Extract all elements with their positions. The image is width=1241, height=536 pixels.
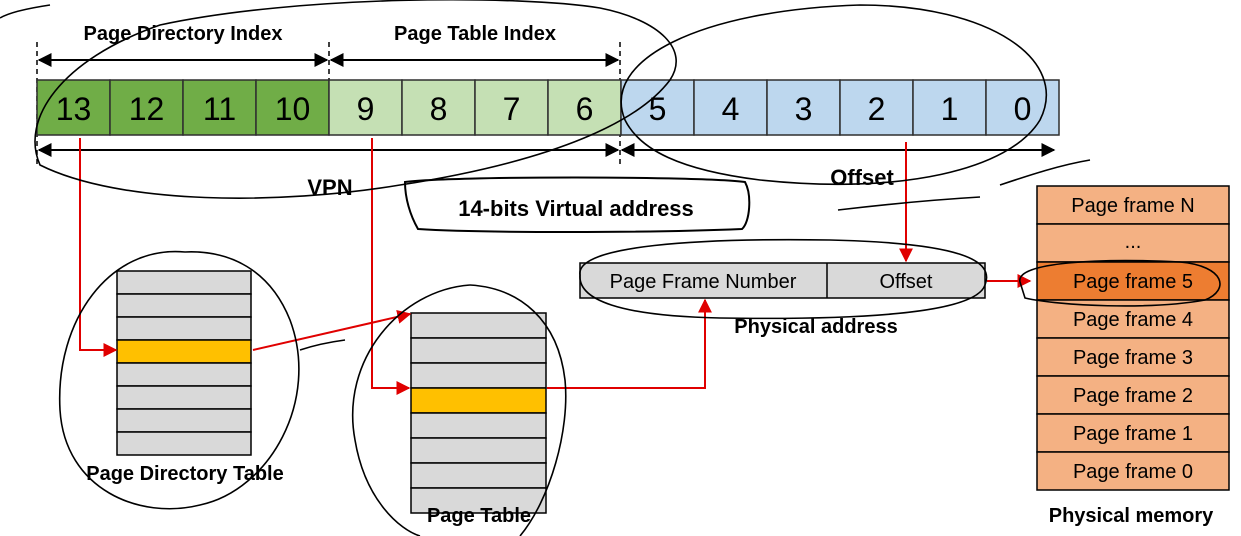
directory-index-arrow (79, 138, 118, 357)
memory-frame-label: Page frame 5 (1073, 271, 1193, 293)
offset-field-label: Offset (880, 271, 933, 293)
page-table-entry (410, 462, 547, 489)
bit-label-6: 6 (576, 91, 594, 127)
bit-cell-12 (109, 79, 184, 136)
page-table-entry (410, 337, 547, 364)
annotation-stroke-top-left (0, 4, 51, 19)
page-table-index-label: Page Table Index (394, 23, 556, 45)
bit-label-1: 1 (941, 91, 959, 127)
bit-label-12: 12 (129, 91, 165, 127)
virtual-address-box (403, 176, 751, 233)
memory-frame-label: Page frame 4 (1073, 309, 1193, 331)
page-table-entry (410, 387, 547, 414)
memory-frame-label: Page frame 3 (1073, 347, 1193, 369)
bit-cell-4 (693, 79, 768, 136)
physical-address-register (579, 262, 986, 299)
bit-cell-1 (912, 79, 987, 136)
bit-cell-3 (766, 79, 841, 136)
vpn-label: VPN (307, 175, 352, 200)
page-table-entry (410, 312, 547, 339)
virtual-address-label: 14-bits Virtual address (458, 196, 694, 221)
memory-frame (1036, 337, 1230, 377)
annotation-circle-page-frame (1019, 259, 1221, 307)
bit-cell-5 (620, 79, 695, 136)
memory-frame (1036, 451, 1230, 491)
page-table-label: Page Table (427, 505, 531, 527)
page-directory-table-entry (116, 408, 252, 433)
bit-cell-10 (255, 79, 330, 136)
bit-label-9: 9 (357, 91, 375, 127)
page-table-entry (410, 487, 547, 514)
bit-label-7: 7 (503, 91, 521, 127)
annotation-circle-offset (620, 4, 1047, 186)
directory-entry-to-page-table-arrow (252, 309, 412, 351)
annotation-circle-page-table-left (351, 284, 471, 536)
bit-cell-8 (401, 79, 476, 136)
physical-address-label: Physical address (734, 316, 897, 338)
page-table (410, 312, 547, 514)
memory-frame (1036, 413, 1230, 453)
page-directory-table-entry (116, 431, 252, 456)
bit-label-13: 13 (56, 91, 92, 127)
annotation-stroke-offset-tail (999, 159, 1091, 186)
page-directory-table-entry (116, 339, 252, 364)
pfn-field-label: Page Frame Number (610, 271, 797, 293)
memory-frame-label: Page frame N (1071, 195, 1194, 217)
memory-frame-label: Page frame 0 (1073, 461, 1193, 483)
annotation-circle-page-table-right (469, 284, 567, 536)
memory-frame-label: Page frame 2 (1073, 385, 1193, 407)
bit-label-0: 0 (1014, 91, 1032, 127)
annotation-stroke-under-offset (837, 196, 981, 211)
bit-label-4: 4 (722, 91, 740, 127)
page-directory-table-entry (116, 316, 252, 341)
annotation-stroke-mid (299, 339, 346, 351)
annotation-circle-directory-table (58, 250, 300, 510)
bit-label-5: 5 (649, 91, 667, 127)
bit-cell-2 (839, 79, 914, 136)
page-directory-table (116, 270, 252, 456)
table-index-arrow (371, 138, 411, 395)
physical-memory: Page frame N... Page frame 5 Page frame 4 P… (1036, 185, 1230, 491)
bit-cell-0 (985, 79, 1060, 136)
physical-memory-label: Physical memory (1049, 505, 1214, 527)
page-directory-table-entry (116, 270, 252, 295)
annotation-circle-vpn (34, 0, 677, 199)
page-table-entry (410, 362, 547, 389)
page-directory-index-label: Page Directory Index (84, 23, 283, 45)
page-directory-table-entry (116, 385, 252, 410)
memory-frame (1036, 261, 1230, 301)
offset-label: Offset (830, 165, 894, 190)
annotation-circle-physical-address (579, 238, 988, 320)
bit-label-2: 2 (868, 91, 886, 127)
page-directory-table-label: Page Directory Table (86, 463, 283, 485)
bit-label-3: 3 (795, 91, 813, 127)
page-directory-table-entry (116, 362, 252, 387)
bit-cell-13 (36, 79, 111, 136)
page-table-entry-to-pfn-arrow (547, 298, 712, 389)
memory-frame-label: ... (1125, 231, 1142, 253)
page-table-entry (410, 437, 547, 464)
bit-label-8: 8 (430, 91, 448, 127)
bit-label-10: 10 (275, 91, 311, 127)
memory-frame-label: Page frame 1 (1073, 423, 1193, 445)
memory-frame (1036, 185, 1230, 225)
bit-label-11: 11 (203, 91, 236, 127)
page-directory-table-entry (116, 293, 252, 318)
page-table-entry (410, 412, 547, 439)
bit-cell-11 (182, 79, 257, 136)
memory-frame (1036, 223, 1230, 263)
